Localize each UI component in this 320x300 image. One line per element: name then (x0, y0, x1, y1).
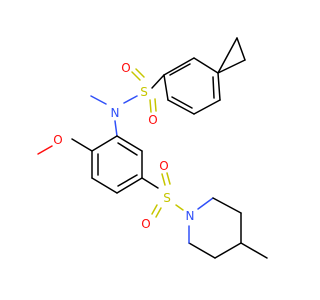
atom-o4: O (141, 217, 150, 231)
bond (212, 76, 215, 99)
bond (117, 142, 138, 156)
bond (163, 74, 169, 101)
bond (175, 204, 184, 211)
bond (114, 120, 118, 137)
bond (141, 177, 159, 189)
bond (169, 63, 191, 76)
atom-o2: O (148, 113, 157, 127)
bond (116, 177, 143, 194)
atom-labels: N S O O O S O O N (53, 61, 194, 231)
bond (135, 68, 145, 78)
bond (171, 96, 193, 109)
bond (149, 99, 152, 113)
atom-s1: S (140, 85, 148, 99)
bond (91, 135, 118, 152)
bond (116, 135, 143, 152)
bond (163, 57, 195, 76)
bond (193, 57, 219, 74)
bond (131, 71, 141, 81)
bond (217, 72, 221, 101)
atom-o3: O (159, 159, 168, 173)
bond (167, 99, 195, 115)
bond (151, 204, 158, 215)
bond (217, 59, 246, 74)
bond (155, 207, 162, 218)
bond (197, 197, 214, 210)
bond (236, 37, 246, 61)
bond (214, 242, 242, 259)
bond (151, 74, 165, 89)
bond (161, 173, 166, 186)
bond (123, 95, 138, 104)
bond (212, 197, 242, 214)
atom-o1: O (121, 61, 130, 75)
bond (117, 174, 138, 187)
atom-n: N (111, 106, 120, 120)
bond (37, 145, 53, 155)
atom-n-piperidine: N (186, 209, 195, 223)
bond (71, 138, 93, 152)
bond (90, 95, 107, 105)
bond (166, 172, 171, 185)
bonds (37, 37, 268, 259)
molecule-structure: N S O O O S O O N (37, 37, 268, 259)
bond (240, 242, 268, 259)
bond (154, 98, 157, 112)
bond (217, 37, 238, 74)
atom-o-methoxy: O (53, 133, 62, 147)
bond (188, 242, 216, 259)
bond (193, 99, 221, 115)
bond (91, 177, 118, 194)
atom-s2: S (163, 191, 171, 205)
